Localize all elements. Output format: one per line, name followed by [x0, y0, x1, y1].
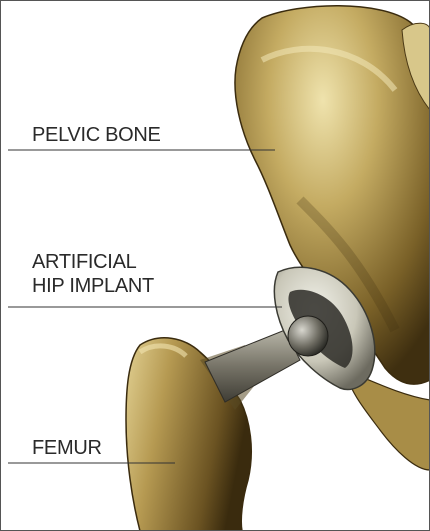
- hip-implant-label: ARTIFICIAL HIP IMPLANT: [32, 250, 154, 298]
- hip-implant-label-line2: HIP IMPLANT: [32, 274, 154, 298]
- pelvic-bone-label-text: PELVIC BONE: [32, 123, 161, 147]
- hip-implant-label-line1: ARTIFICIAL: [32, 250, 154, 274]
- pelvic-bone-label: PELVIC BONE: [32, 123, 161, 147]
- femur-label: FEMUR: [32, 436, 102, 460]
- femur-label-text: FEMUR: [32, 436, 102, 460]
- pelvic-bone-illustration: [235, 6, 430, 470]
